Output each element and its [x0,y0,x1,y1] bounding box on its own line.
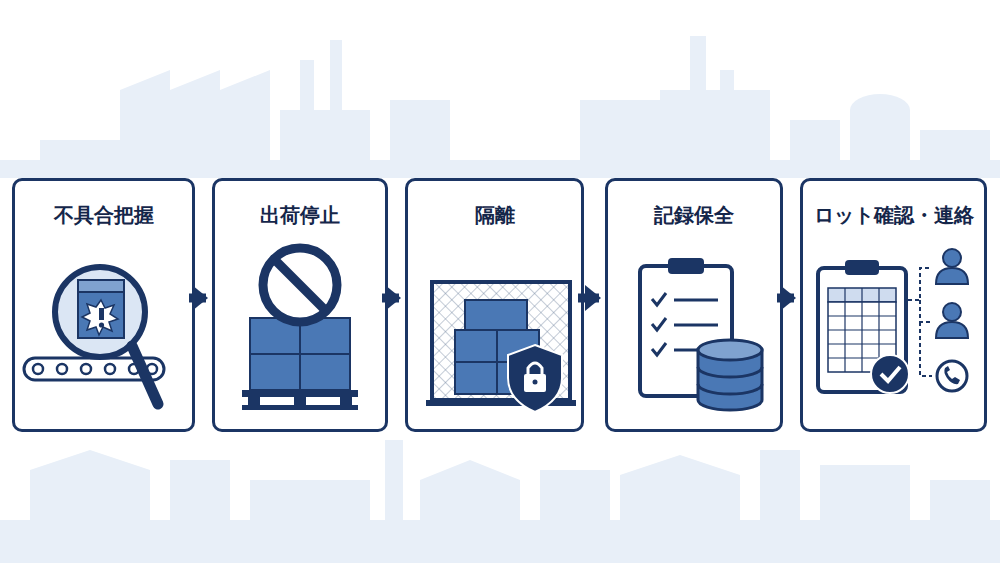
quarantine-icon [426,282,576,412]
step-title: 出荷停止 [215,203,385,227]
record-icon [640,258,762,410]
skyline-bottom [0,440,1000,563]
skyline-top [0,36,1000,178]
box-grounds [12,178,987,432]
flow-arrow [189,294,206,303]
step-box: 出荷停止 [212,178,388,432]
step-title: ロット確認・連絡 [803,203,984,227]
step-box: 隔離 [405,178,584,432]
flow-arrow [777,294,794,303]
step-title: 記録保全 [608,203,780,227]
inspection-icon [24,267,164,404]
step-box: 不具合把握 [12,178,195,432]
lot-contact-icon [818,249,968,393]
step-box: ロット確認・連絡 [800,178,987,432]
flow-arrow [382,294,399,303]
step-title: 不具合把握 [15,203,192,227]
stop-icon [242,248,358,410]
step-title: 隔離 [408,203,581,227]
step-box: 記録保全 [605,178,783,432]
